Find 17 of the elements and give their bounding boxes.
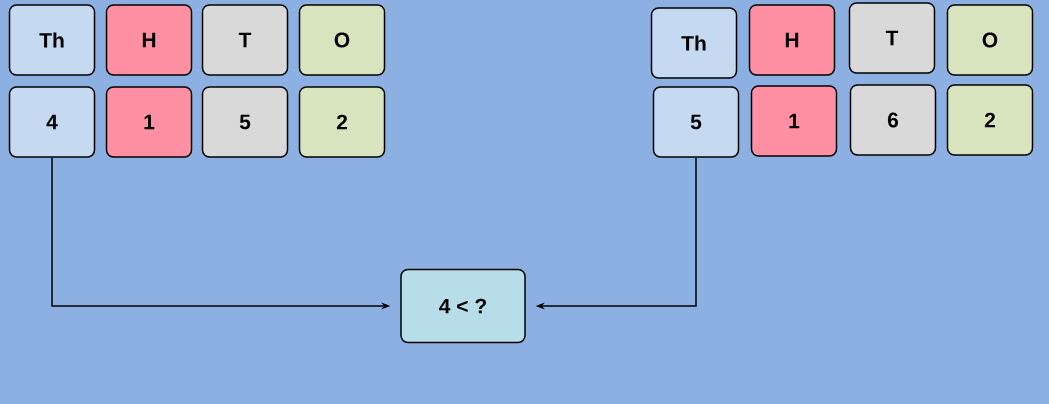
digit-box: 2 [946, 84, 1034, 156]
column-header-box: T [848, 2, 936, 74]
column-header-box: Th [650, 7, 738, 79]
column-header-box: T [201, 4, 289, 76]
digit-box: 5 [652, 86, 740, 158]
digit-box: 5 [201, 86, 289, 158]
column-header-box: Th [8, 4, 96, 76]
digit-box: 1 [105, 86, 193, 158]
digit-box: 2 [298, 86, 386, 158]
column-header-box: O [946, 4, 1034, 76]
digit-box: 6 [849, 84, 937, 156]
digit-box: 4 [8, 86, 96, 158]
column-header-box: H [748, 4, 836, 76]
comparison-box: 4 < ? [400, 268, 526, 344]
column-header-box: H [105, 4, 193, 76]
digit-box: 1 [750, 85, 838, 157]
column-header-box: O [298, 4, 386, 76]
